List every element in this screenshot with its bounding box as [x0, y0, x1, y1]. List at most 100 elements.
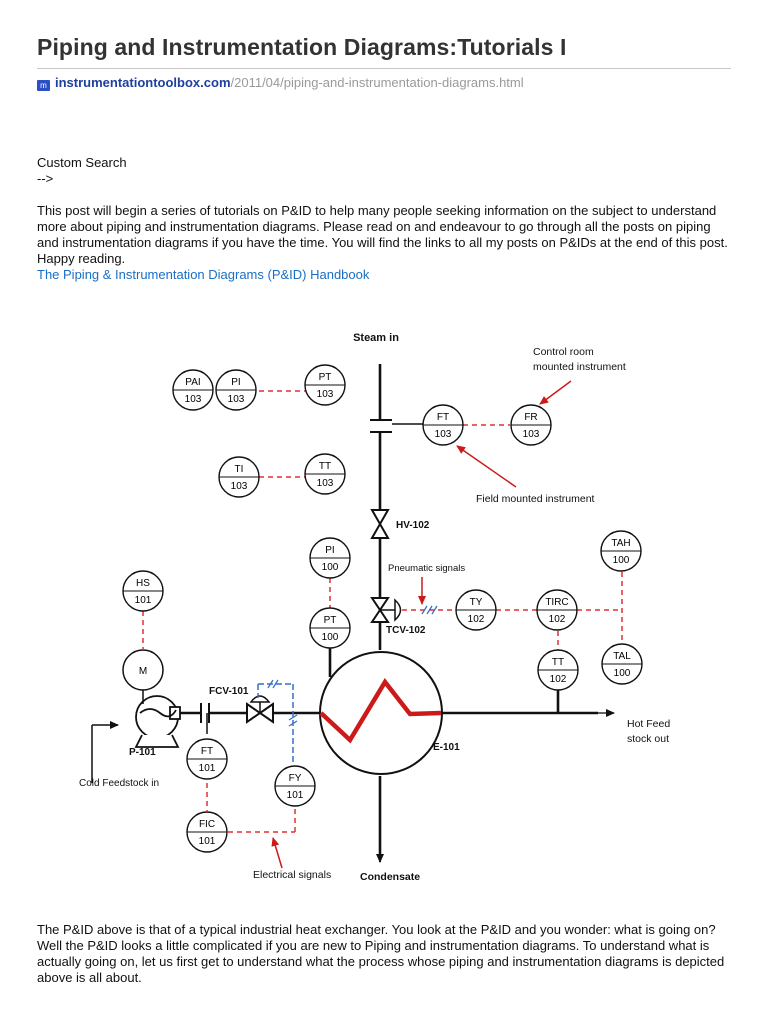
- hot-feed-label-2: stock out: [627, 733, 669, 745]
- electrical-label: Electrical signals: [253, 869, 331, 881]
- custom-search-label: Custom Search: [37, 155, 127, 170]
- bubble-number: 103: [317, 478, 334, 489]
- bubble-tag: TAL: [613, 651, 631, 662]
- bubble-number: 102: [550, 674, 567, 685]
- bubble-tag: HS: [136, 578, 150, 589]
- bubble-number: 103: [231, 481, 248, 492]
- callout-arrows: [271, 380, 572, 869]
- bubble-tag: PI: [231, 377, 240, 388]
- pneumatic-label: Pneumatic signals: [388, 563, 465, 574]
- bubble-tag: TY: [470, 597, 483, 608]
- bubble-tag: FIC: [199, 819, 215, 830]
- bubble-pt100: PT 100: [309, 607, 351, 649]
- url-domain[interactable]: instrumentationtoolbox.com: [55, 75, 231, 90]
- p101-label: P-101: [129, 747, 156, 758]
- bubble-ty102: TY 102: [455, 589, 497, 631]
- control-room-label-2: mounted instrument: [533, 361, 626, 373]
- bubble-ft103: FT 103: [422, 404, 464, 446]
- bubble-pt103: PT 103: [304, 364, 346, 406]
- tcv102-valve-icon: [370, 597, 402, 623]
- url-path[interactable]: /2011/04/piping-and-instrumentation-diag…: [230, 75, 524, 90]
- bubble-pi100: PI 100: [309, 537, 351, 579]
- intro-text: This post will begin a series of tutoria…: [37, 203, 728, 266]
- fcv101-valve-icon: [246, 695, 274, 724]
- heat-exchanger-coil: [319, 678, 442, 744]
- bubble-tt103: TT 103: [304, 453, 346, 495]
- hv102-label: HV-102: [396, 520, 430, 531]
- handbook-link[interactable]: The Piping & Instrumentation Diagrams (P…: [37, 267, 370, 282]
- bubble-tag: FY: [289, 773, 302, 784]
- bubble-number: 101: [199, 763, 216, 774]
- control-room-label: Control room: [533, 346, 594, 358]
- bubble-fy101: FY 101: [274, 765, 316, 807]
- cold-feed-label: Cold Feedstock in: [79, 778, 159, 789]
- bubble-tag: TT: [552, 657, 564, 668]
- bubble-tag: TT: [319, 461, 331, 472]
- bubble-tag: FR: [524, 412, 537, 423]
- tcv102-label: TCV-102: [386, 625, 426, 636]
- pump-p101-icon: [134, 695, 181, 748]
- bubble-number: 103: [185, 394, 202, 405]
- bubble-tag: TI: [235, 464, 244, 475]
- site-favicon-icon: m: [37, 80, 50, 91]
- bubble-tag: FT: [437, 412, 449, 423]
- bubble-number: 103: [435, 429, 452, 440]
- bubble-number: 100: [614, 668, 631, 679]
- source-url[interactable]: m instrumentationtoolbox.com/2011/04/pipi…: [37, 75, 524, 91]
- field-mounted-label: Field mounted instrument: [476, 493, 595, 505]
- bubble-tag: PT: [324, 615, 337, 626]
- hot-feed-label: Hot Feed: [627, 718, 670, 730]
- bubble-pi103: PI 103: [215, 369, 257, 411]
- bubble-tt102: TT 102: [537, 649, 579, 691]
- bubble-tag: PT: [319, 372, 332, 383]
- bubble-number: 100: [613, 555, 630, 566]
- pneumatic-hash-icon: [421, 605, 438, 615]
- process-lines: [178, 364, 598, 860]
- motor-label: M: [139, 666, 147, 677]
- feed-orifice-icon: [200, 703, 210, 723]
- bubble-number: 101: [135, 595, 152, 606]
- bubble-hs101: HS 101: [122, 570, 164, 612]
- bubble-number: 101: [287, 790, 304, 801]
- steam-in-label: Steam in: [353, 332, 399, 344]
- bubble-number: 103: [317, 389, 334, 400]
- bubble-number: 100: [322, 562, 339, 573]
- bubble-tirc102: TIRC 102: [536, 589, 578, 631]
- fcv101-label: FCV-101: [209, 686, 249, 697]
- bubble-ft101: FT 101: [186, 738, 228, 780]
- bubble-ti103: TI 103: [218, 456, 260, 498]
- bubble-number: 103: [523, 429, 540, 440]
- field-mounted-arrow-icon: [456, 445, 517, 488]
- orifice-plate-icon: [370, 419, 425, 433]
- bubble-number: 102: [549, 614, 566, 625]
- bubble-fr103: FR 103: [510, 404, 552, 446]
- bubble-tag: PAI: [185, 377, 200, 388]
- html-comment-arrow: -->: [37, 171, 54, 186]
- bubble-number: 101: [199, 836, 216, 847]
- bubble-tag: PI: [325, 545, 334, 556]
- bubble-number: 102: [468, 614, 485, 625]
- bubble-tal100: TAL 100: [601, 643, 643, 685]
- body-text-2: The P&ID above is that of a typical indu…: [37, 922, 725, 985]
- page-title: Piping and Instrumentation Diagrams:Tuto…: [37, 34, 567, 60]
- intro-paragraph: This post will begin a series of tutoria…: [37, 203, 731, 283]
- bubble-pai: PAI 103: [172, 369, 214, 411]
- bubble-number: 103: [228, 394, 245, 405]
- control-room-arrow-icon: [539, 380, 572, 405]
- body-paragraph-2: The P&ID above is that of a typical indu…: [37, 922, 731, 986]
- e101-label: E-101: [433, 742, 460, 753]
- custom-search-block: Custom Search -->: [37, 155, 731, 187]
- bubble-tag: FT: [201, 746, 213, 757]
- bubble-fic101: FIC 101: [186, 811, 228, 853]
- electrical-arrow-icon: [271, 837, 283, 869]
- title-divider: [37, 68, 731, 69]
- bubble-tag: TIRC: [545, 597, 568, 608]
- electrical-hash-icon: [267, 679, 298, 727]
- bubble-number: 100: [322, 632, 339, 643]
- instrument-bubbles: PAI103PI103PT103FT103FR103TI103TT103PI10…: [122, 364, 643, 853]
- condensate-label: Condensate: [360, 871, 420, 883]
- electrical-signal-lines: [257, 683, 294, 762]
- hv102-valve-icon: [370, 509, 390, 539]
